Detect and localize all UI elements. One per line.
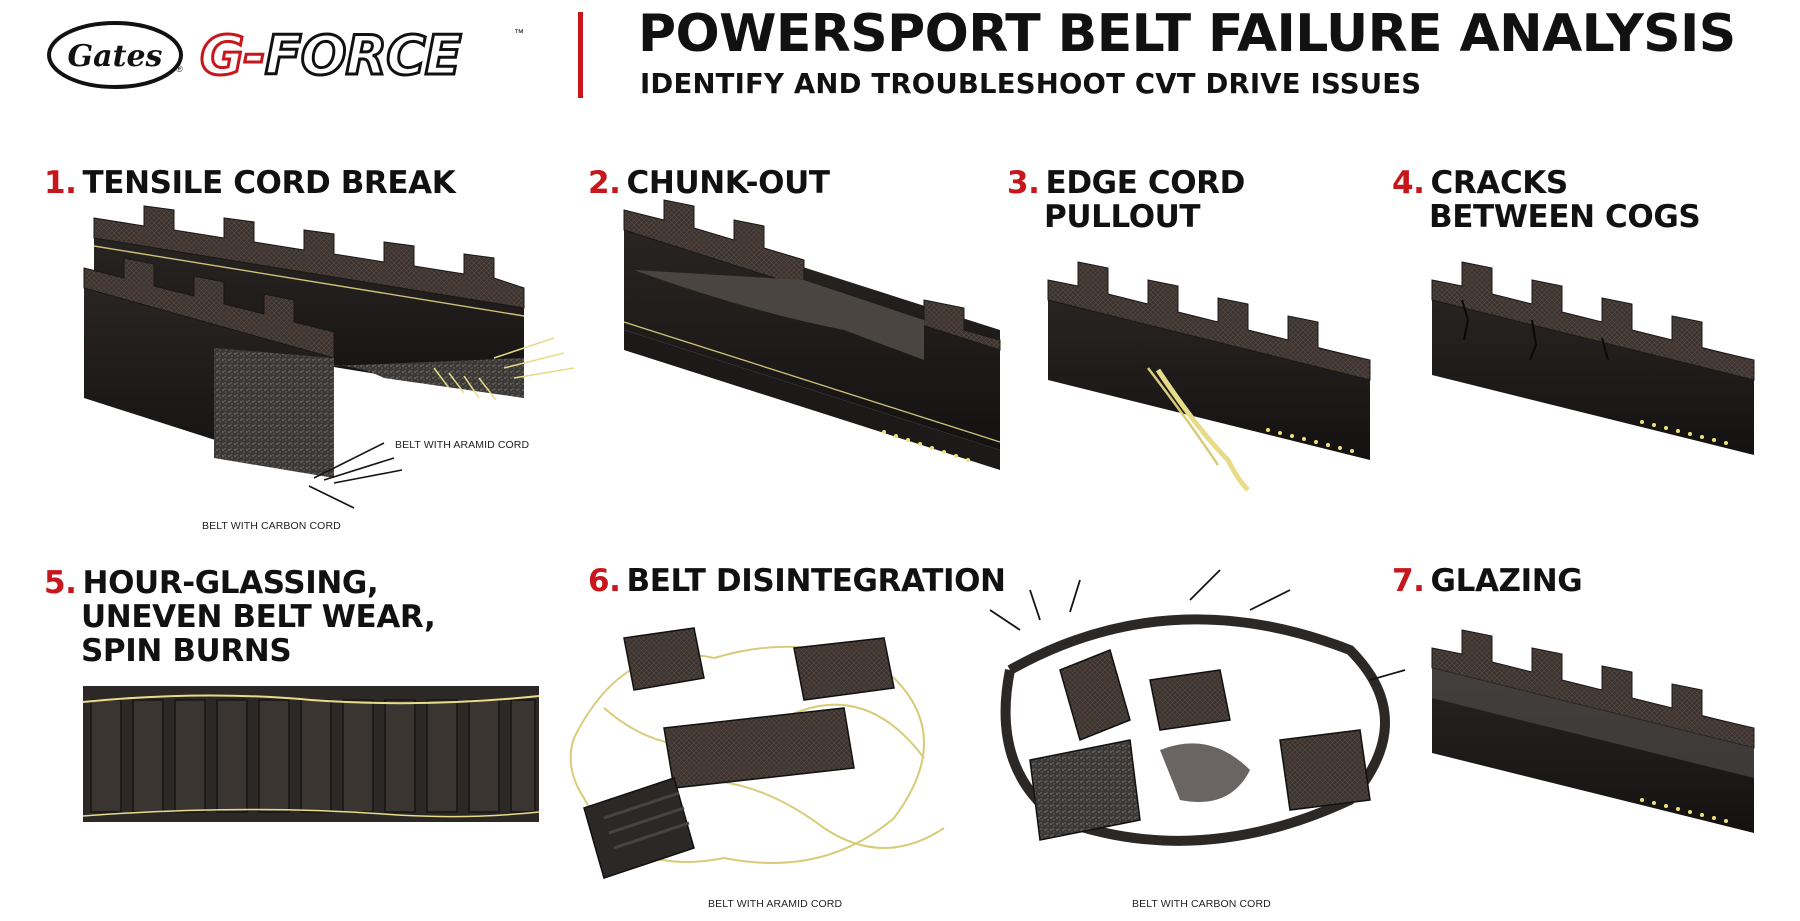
gates-registered-mark: ® <box>176 64 183 74</box>
section-5-title-line2: UNEVEN BELT WEAR, <box>81 599 436 635</box>
section-1-number: 1. <box>44 165 77 201</box>
section-1-title: TENSILE CORD BREAK <box>82 165 456 201</box>
section-7-heading: 7.GLAZING <box>1392 563 1583 599</box>
section-6-caption-aramid: BELT WITH ARAMID CORD <box>708 898 843 910</box>
section-7-title: GLAZING <box>1430 563 1583 599</box>
section-5-title-line1: HOUR-GLASSING, <box>82 565 379 601</box>
section-2-number: 2. <box>588 165 621 201</box>
gates-logo: Gates <box>47 21 183 89</box>
section-4-title-line2: BETWEEN COGS <box>1429 199 1701 235</box>
edge-cord-pullout-illustration <box>1047 261 1371 492</box>
section-4-heading: 4.CRACKS BETWEEN COGS <box>1392 165 1701 235</box>
section-2-title: CHUNK-OUT <box>626 165 830 201</box>
section-3-heading: 3.EDGE CORD PULLOUT <box>1007 166 1245 234</box>
gforce-logo-force: FORCE <box>263 23 463 89</box>
section-6-caption-carbon: BELT WITH CARBON CORD <box>1132 898 1271 910</box>
belt-disintegration-aramid-illustration <box>569 627 945 879</box>
header-divider <box>578 12 583 98</box>
section-6-number: 6. <box>588 563 621 599</box>
page-subtitle: IDENTIFY AND TROUBLESHOOT CVT DRIVE ISSU… <box>640 68 1422 100</box>
section-4-number: 4. <box>1392 165 1425 201</box>
section-6-title: BELT DISINTEGRATION <box>626 563 1006 599</box>
glazing-illustration <box>1431 629 1755 833</box>
section-1-caption-carbon: BELT WITH CARBON CORD <box>202 520 341 532</box>
cracks-between-cogs-illustration <box>1431 261 1755 455</box>
chunk-out-illustration <box>623 199 1001 470</box>
gates-logo-text: Gates <box>68 39 163 74</box>
section-1-heading: 1.TENSILE CORD BREAK <box>44 165 456 201</box>
gforce-logo-g: G- <box>199 23 268 89</box>
section-3-title-line1: EDGE CORD <box>1045 165 1246 201</box>
tensile-cord-break-illustration <box>83 205 575 509</box>
section-4-title-line1: CRACKS <box>1430 165 1569 201</box>
section-5-heading: 5.HOUR-GLASSING, UNEVEN BELT WEAR, SPIN … <box>44 565 436 669</box>
section-3-number: 3. <box>1007 165 1040 201</box>
page-title: POWERSPORT BELT FAILURE ANALYSIS <box>638 4 1736 64</box>
section-7-number: 7. <box>1392 563 1425 599</box>
section-5-number: 5. <box>44 565 77 601</box>
hour-glassing-illustration <box>82 686 540 822</box>
belt-disintegration-carbon-illustration <box>989 569 1406 846</box>
section-3-title-line2: PULLOUT <box>1044 199 1201 235</box>
gforce-logo: G-FORCE <box>199 22 464 90</box>
section-2-heading: 2.CHUNK-OUT <box>588 166 830 200</box>
section-1-caption-aramid: BELT WITH ARAMID CORD <box>395 439 530 451</box>
section-6-heading: 6.BELT DISINTEGRATION <box>588 564 1006 598</box>
section-5-title-line3: SPIN BURNS <box>81 633 292 669</box>
gforce-trademark: ™ <box>514 28 524 39</box>
